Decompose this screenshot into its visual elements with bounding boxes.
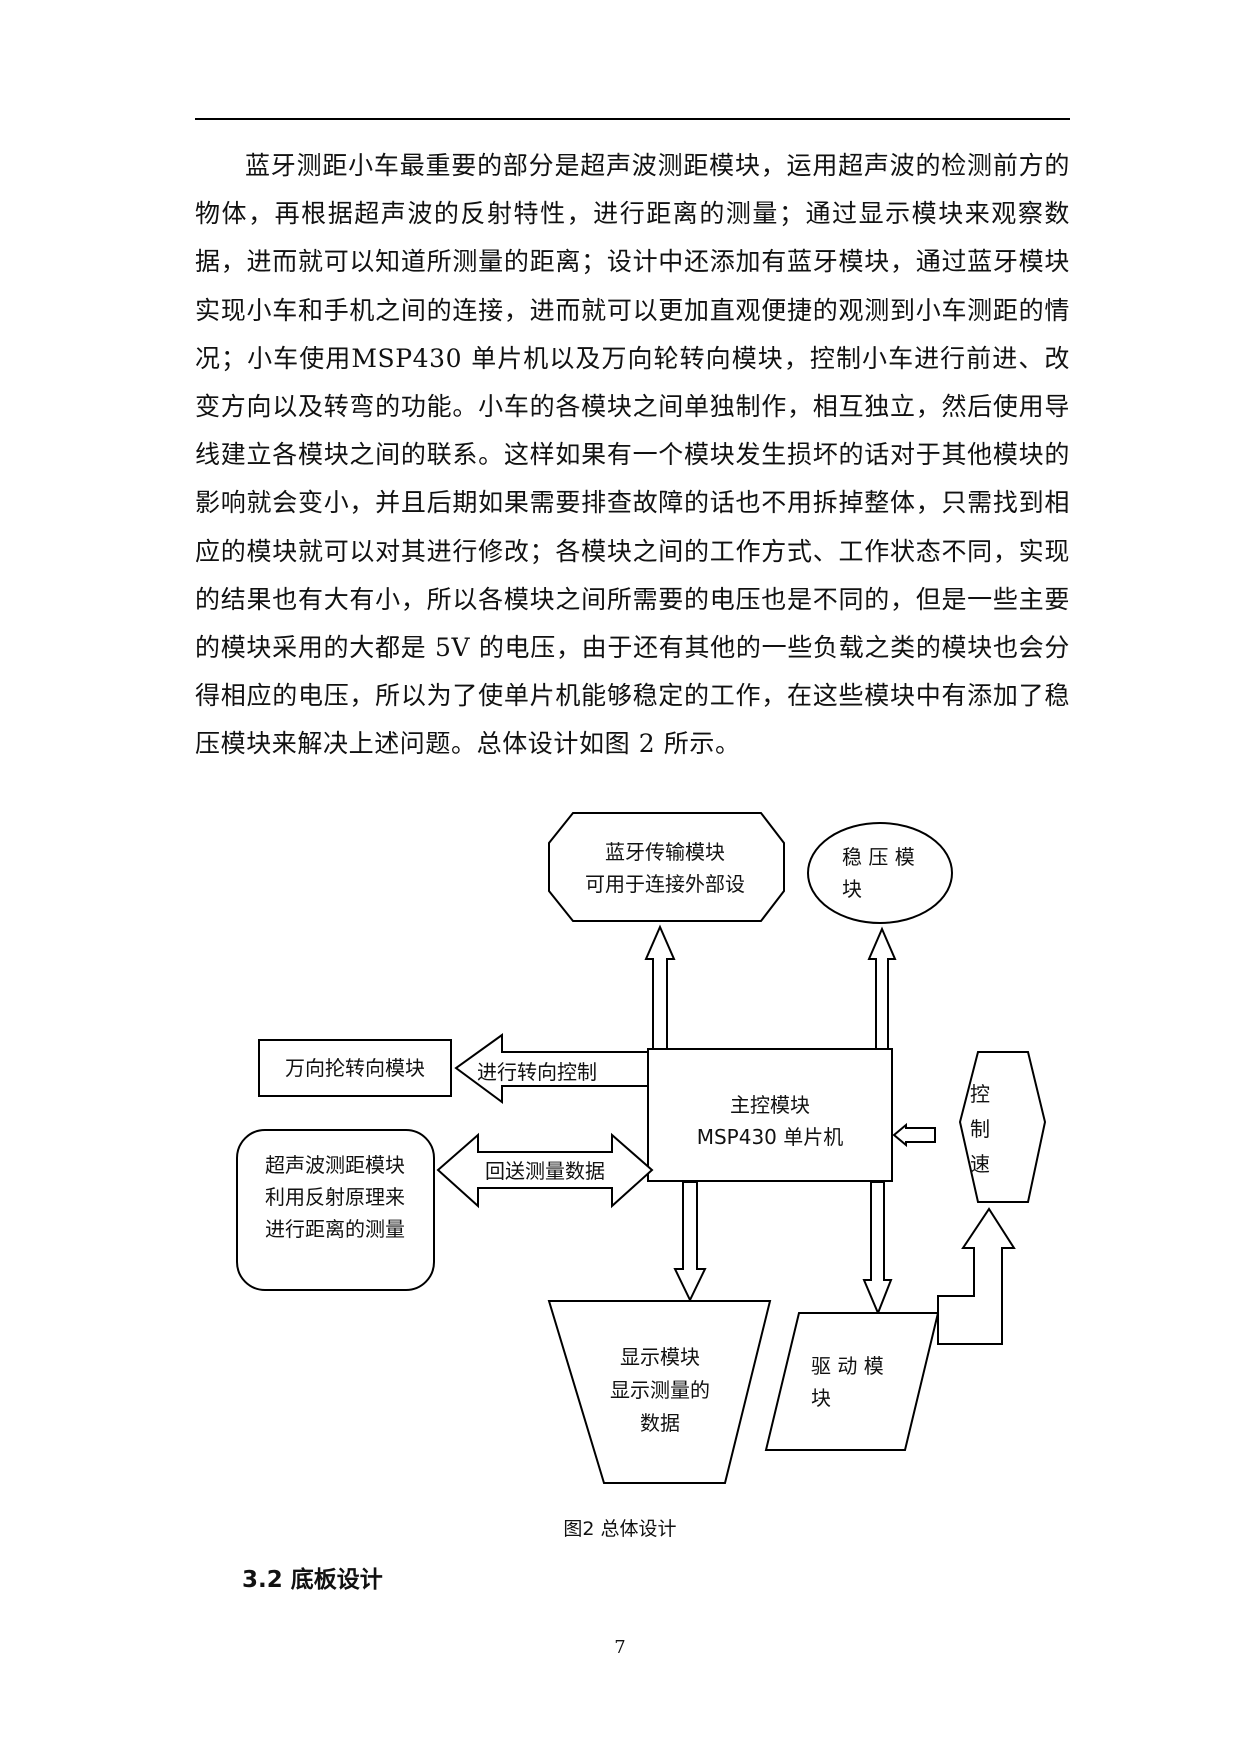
main-controller-label: 主控模块 — [730, 1093, 810, 1117]
speed-control-label-1: 控 — [970, 1082, 990, 1106]
section-heading: 3.2 底板设计 — [242, 1567, 383, 1593]
page-number: 7 — [614, 1637, 626, 1658]
arrow-echo-data — [436, 1132, 654, 1209]
bluetooth-module-label: 蓝牙传输模块 — [605, 840, 725, 864]
display-module-sublabel-1: 显示测量的 — [610, 1378, 710, 1402]
steering-module-box — [258, 1039, 452, 1097]
display-module-sublabel-2: 数据 — [640, 1411, 680, 1435]
regulator-module-label-2: 块 — [842, 877, 862, 901]
drive-module-parallelogram — [764, 1312, 940, 1451]
arrow-main-to-regulator — [867, 926, 897, 1051]
ultrasonic-module-sublabel-1: 利用反射原理来 — [265, 1185, 405, 1209]
bluetooth-module-sublabel: 可用于连接外部设 — [585, 872, 745, 896]
regulator-module-label: 稳 压 模 — [842, 845, 915, 869]
drive-module-label: 驱 动 模 — [811, 1354, 884, 1378]
figure-caption: 图2 总体设计 — [563, 1518, 677, 1540]
arrow-speed-to-main — [892, 1122, 936, 1148]
arrow-main-to-drive — [862, 1181, 893, 1316]
bluetooth-module-box — [548, 812, 785, 922]
ultrasonic-module-box — [236, 1129, 435, 1291]
steering-control-label: 进行转向控制 — [477, 1060, 597, 1084]
body-paragraph: 蓝牙测距小车最重要的部分是超声波测距模块，运用超声波的检测前方的物体，再根据超声… — [195, 151, 1070, 759]
ultrasonic-module-label: 超声波测距模块 — [265, 1153, 405, 1177]
main-controller-box — [647, 1048, 893, 1182]
speed-control-label-3: 速 — [970, 1152, 990, 1176]
speed-control-hexagon — [958, 1051, 1047, 1203]
steering-module-label: 万向抡转向模块 — [285, 1056, 425, 1080]
display-module-trapezoid — [547, 1300, 772, 1484]
speed-control-label-2: 制 — [970, 1117, 990, 1141]
arrow-main-to-bluetooth — [644, 924, 676, 1051]
arrow-main-to-display — [673, 1181, 707, 1303]
main-controller-sublabel: MSP430 单片机 — [697, 1125, 844, 1149]
echo-data-label: 回送测量数据 — [485, 1159, 605, 1183]
ultrasonic-module-sublabel-2: 进行距离的测量 — [265, 1217, 405, 1241]
display-module-label: 显示模块 — [620, 1345, 700, 1369]
header-rule — [195, 118, 1070, 120]
regulator-module-ellipse — [807, 822, 953, 924]
drive-module-label-2: 块 — [811, 1386, 831, 1410]
arrow-drive-to-speed — [937, 1207, 1016, 1345]
